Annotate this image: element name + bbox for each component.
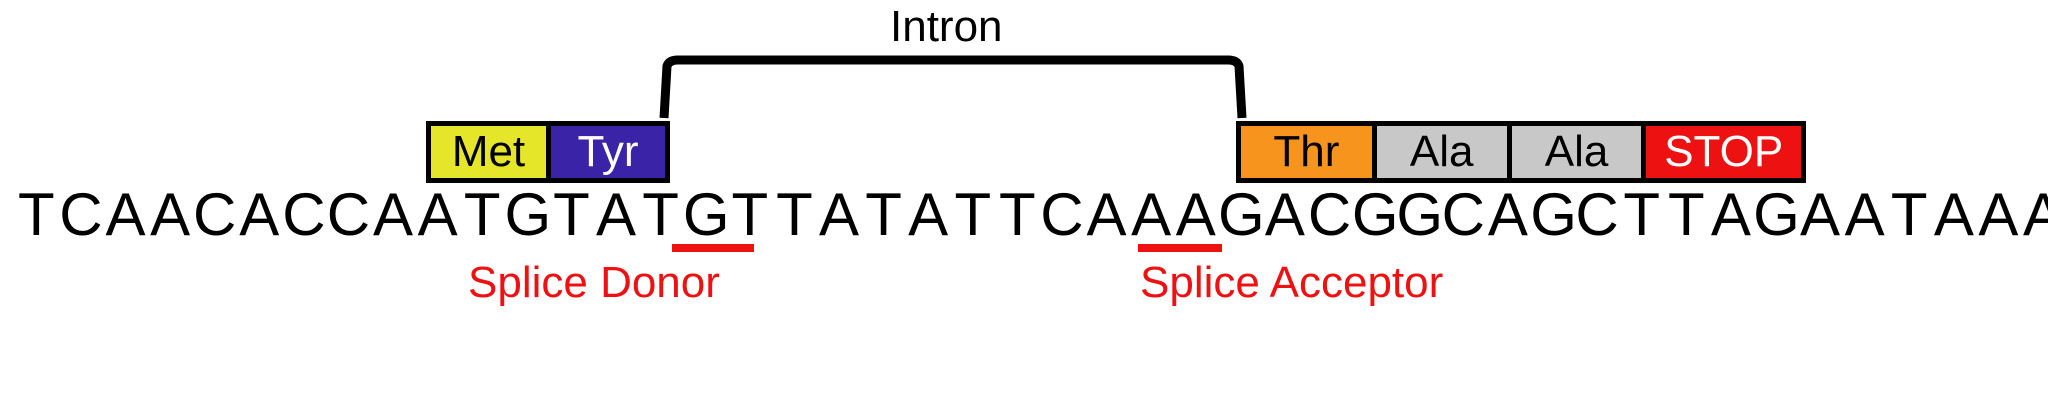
- nucleotide: T: [642, 181, 679, 248]
- nucleotide: G: [1351, 181, 1399, 248]
- nucleotide: C: [193, 181, 237, 248]
- nucleotide: T: [999, 181, 1036, 248]
- nucleotide: A: [908, 181, 949, 248]
- splice-donor-label: Splice Donor: [468, 258, 720, 307]
- nucleotide: G: [1396, 181, 1444, 248]
- nucleotide: A: [1844, 181, 1885, 248]
- nucleotide: G: [1753, 181, 1800, 248]
- codon-ala-2: Ala: [1511, 126, 1642, 178]
- nucleotide: A: [239, 181, 280, 248]
- codon-stop: STOP: [1646, 126, 1801, 178]
- nucleotide: A: [417, 181, 458, 248]
- nucleotide: T: [463, 181, 501, 248]
- nucleotide: T: [553, 181, 590, 248]
- nucleotide: A: [1131, 181, 1172, 248]
- codon-label: Tyr: [577, 127, 639, 176]
- nucleotide: T: [1667, 181, 1705, 248]
- nucleotide: A: [1086, 181, 1127, 248]
- nucleotide: A: [1978, 181, 2019, 248]
- nucleotide: A: [1175, 181, 1216, 248]
- nucleotide: A: [2023, 181, 2048, 248]
- codon-label: STOP: [1664, 127, 1784, 176]
- nucleotide: C: [326, 181, 371, 248]
- nucleotide: A: [1710, 181, 1751, 248]
- nucleotide: G: [682, 181, 730, 248]
- nucleotide: T: [954, 181, 992, 248]
- nucleotide: C: [1441, 181, 1485, 248]
- splice-acceptor-label: Splice Acceptor: [1140, 258, 1444, 307]
- nucleotide: A: [150, 181, 191, 248]
- nucleotide: A: [1487, 181, 1528, 248]
- nucleotide: C: [1575, 181, 1619, 248]
- intron-bracket-line: [659, 55, 1247, 119]
- nucleotide: C: [1307, 181, 1352, 248]
- nucleotide: T: [776, 181, 813, 248]
- nucleotide: G: [1530, 181, 1577, 248]
- codon-ala-1: Ala: [1376, 126, 1507, 178]
- nucleotide: T: [1623, 181, 1660, 248]
- nucleotide: C: [59, 181, 103, 248]
- codon-group-left: Met Tyr: [426, 121, 670, 183]
- codon-thr: Thr: [1241, 126, 1372, 178]
- nucleotide: A: [373, 181, 414, 248]
- splice-donor-underline: [672, 244, 754, 252]
- nucleotide: T: [731, 181, 769, 248]
- codon-label: Ala: [1409, 127, 1474, 176]
- nucleotide: A: [818, 181, 859, 248]
- nucleotide: T: [17, 181, 55, 248]
- nucleotide: A: [596, 181, 637, 248]
- codon-label: Thr: [1273, 127, 1340, 176]
- nucleotide: G: [504, 181, 552, 248]
- codon-tyr: Tyr: [551, 126, 665, 178]
- nucleotide: C: [282, 181, 326, 248]
- nucleotide: T: [865, 181, 902, 248]
- splice-acceptor-underline: [1138, 244, 1222, 252]
- nucleotide: T: [1890, 181, 1928, 248]
- codon-label: Ala: [1544, 127, 1609, 176]
- nucleotide: A: [1800, 181, 1841, 248]
- nucleotide: G: [1218, 181, 1265, 248]
- nucleotide: A: [1933, 181, 1974, 248]
- nucleotide: A: [105, 181, 146, 248]
- nucleotide: A: [1264, 181, 1305, 248]
- codon-met: Met: [431, 126, 546, 178]
- intron-label: Intron: [890, 2, 1003, 51]
- nucleotide: C: [1040, 181, 1084, 248]
- codon-label: Met: [451, 127, 526, 176]
- codon-group-right: Thr Ala Ala STOP: [1236, 121, 1806, 183]
